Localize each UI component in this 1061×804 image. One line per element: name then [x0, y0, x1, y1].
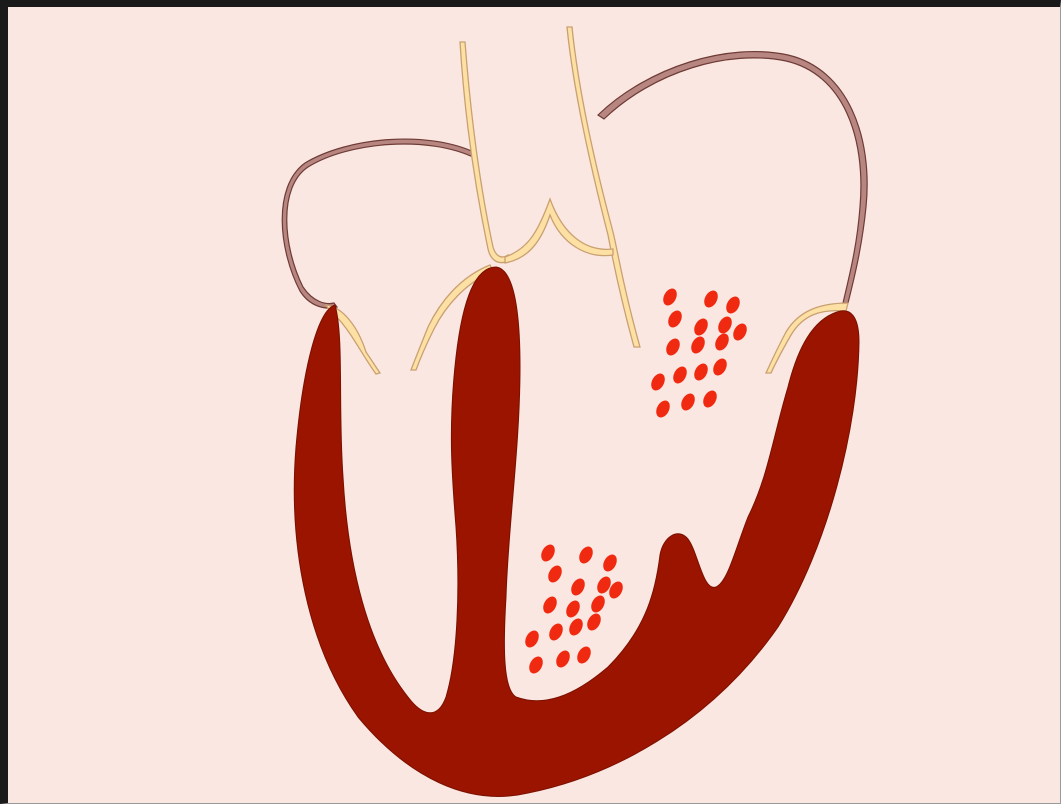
blood-cell [540, 594, 559, 616]
blood-cell [584, 611, 603, 633]
blood-cell [526, 654, 545, 676]
blood-cell [576, 544, 595, 566]
blood-cell [574, 644, 593, 666]
blood-cell [712, 331, 731, 353]
blood-cell [691, 361, 710, 383]
blood-cell [566, 616, 585, 638]
blood-cell [653, 398, 672, 420]
blood-cell [678, 391, 697, 413]
blood-cell [588, 593, 607, 615]
blood-cell [663, 336, 682, 358]
blood-cell [730, 321, 749, 343]
blood-cell [545, 563, 564, 585]
blood-cell [700, 388, 719, 410]
blood-cells-right-ventricle [522, 542, 625, 676]
heart-diagram [8, 7, 1061, 804]
blood-cell [538, 542, 557, 564]
blood-cell [522, 628, 541, 650]
aorta-wall-right [567, 27, 640, 347]
blood-cell [553, 648, 572, 670]
blood-cell [723, 294, 742, 316]
semilunar-valve [505, 199, 613, 263]
blood-cell [665, 308, 684, 330]
left-atrium-wall [598, 52, 867, 303]
blood-cell [691, 316, 710, 338]
blood-cell [546, 621, 565, 643]
blood-cell [660, 286, 679, 308]
right-atrium-wall [282, 139, 476, 308]
blood-cell [710, 356, 729, 378]
myocardium [294, 267, 859, 796]
blood-cell [563, 598, 582, 620]
blood-cell [568, 576, 587, 598]
blood-cell [648, 371, 667, 393]
blood-cell [688, 334, 707, 356]
blood-cell [600, 552, 619, 574]
blood-cell [701, 288, 720, 310]
blood-cells-left-atrium [648, 286, 749, 420]
blood-cell [670, 364, 689, 386]
blood-cell [715, 314, 734, 336]
